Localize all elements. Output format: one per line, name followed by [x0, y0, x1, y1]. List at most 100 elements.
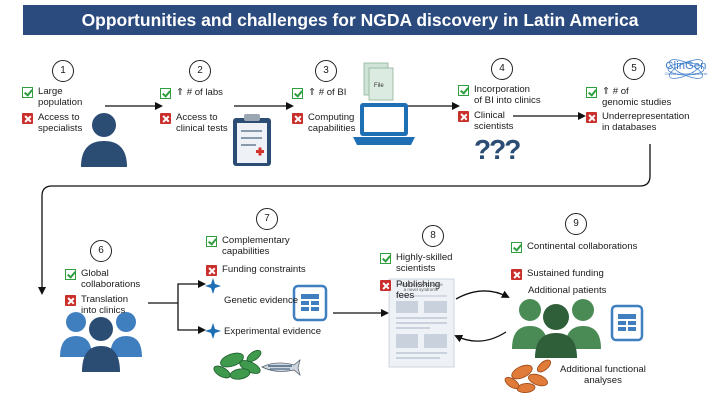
spreadsheet-icon — [292, 284, 328, 322]
cross-icon — [458, 111, 469, 122]
step9-check: Continental collaborations — [511, 241, 637, 253]
file-label: File — [374, 83, 384, 89]
step9-cross-text: Sustained funding — [527, 268, 604, 279]
question-marks-icon: ?‌?‌? — [474, 134, 521, 165]
step4-cross-line1: Clinical — [474, 110, 505, 121]
paper-title-line2: a novel syndrome — [403, 287, 439, 292]
step2-check-text: ⇑ # of labs — [176, 87, 223, 98]
clingen-wordmark: ClinGen — [665, 60, 707, 72]
cross-icon — [586, 112, 597, 123]
check-icon — [206, 236, 217, 247]
step6-cross-line2: into clinics — [81, 305, 126, 316]
step-number-5: 5 — [623, 58, 645, 80]
cells-icon — [213, 349, 262, 380]
step3-cross-line1: Computing — [308, 112, 355, 123]
step5-check-line2: genomic studies — [602, 97, 672, 108]
step2-cross-line2: clinical tests — [176, 123, 228, 134]
step2-check: ⇑ # of labs — [160, 87, 223, 99]
genetic-evidence-label: Genetic evidence — [224, 295, 299, 306]
additional-patients-label: Additional patients — [528, 285, 607, 296]
step6-cross-line1: Translation — [81, 294, 129, 305]
step-number-8: 8 — [422, 225, 444, 247]
patients-team-icon — [512, 299, 601, 358]
cross-icon — [511, 269, 522, 280]
step4-cross-line2: scientists — [474, 121, 514, 132]
check-icon — [65, 269, 76, 280]
step7-cross: Funding constraints — [206, 264, 306, 276]
step8-check-line2: scientists — [396, 263, 436, 274]
cross-icon — [65, 295, 76, 306]
step5-check-line1: ⇑ # of — [602, 86, 629, 97]
step-number-4: 4 — [491, 58, 513, 80]
step7-check-line2: capabilities — [222, 246, 270, 257]
step1-check-line2: population — [38, 97, 83, 108]
step9-cross: Sustained funding — [511, 268, 604, 280]
paper-title-line1: Variants in XXX cause — [399, 282, 443, 287]
step4-check-line1: Incorporation — [474, 84, 530, 95]
step4-check-line2: of BI into clinics — [474, 95, 541, 106]
step-number-1: 1 — [52, 60, 74, 82]
step1-cross-line2: specialists — [38, 123, 83, 134]
check-icon — [22, 87, 33, 98]
additional-functional-line1: Additional functional — [560, 364, 646, 375]
cross-icon — [380, 280, 391, 291]
check-icon — [458, 85, 469, 96]
check-icon — [292, 88, 303, 99]
step8-cross-line2: fees — [396, 290, 415, 301]
step-number-3: 3 — [315, 60, 337, 82]
step1-check-line1: Large — [38, 86, 63, 97]
experimental-evidence-label: Experimental evidence — [224, 326, 322, 337]
experimental-evidence-icon — [205, 323, 221, 339]
orange-cells-icon — [504, 359, 552, 393]
check-icon — [511, 242, 522, 253]
step5-cross-line2: in databases — [602, 122, 657, 133]
step7-check-line1: Complementary — [222, 235, 290, 246]
arrow-8-9 — [455, 290, 510, 300]
cross-icon — [160, 113, 171, 124]
check-icon — [160, 88, 171, 99]
spreadsheet-icon-2 — [610, 304, 644, 342]
step1-cross-line1: Access to — [38, 112, 80, 123]
zebrafish-icon — [261, 359, 301, 376]
step-number-6: 6 — [90, 240, 112, 262]
step-number-9: 9 — [565, 213, 587, 235]
arrow-9-8 — [454, 331, 507, 343]
step5-cross-line1: Underrepresentation — [602, 111, 690, 122]
cross-icon — [22, 113, 33, 124]
step6-check-line1: Global — [81, 268, 109, 279]
page-title: Opportunities and challenges for NGDA di… — [23, 5, 697, 35]
genetic-evidence-icon — [205, 278, 221, 294]
person-icon — [81, 113, 127, 167]
step3-check: ⇑ # of BI — [292, 87, 346, 99]
cross-icon — [206, 265, 217, 276]
cross-icon — [292, 113, 303, 124]
clingen-logo — [667, 59, 705, 79]
file-icon — [363, 62, 394, 101]
step9-check-text: Continental collaborations — [527, 241, 638, 252]
step8-check-line1: Highly-skilled — [396, 252, 453, 263]
